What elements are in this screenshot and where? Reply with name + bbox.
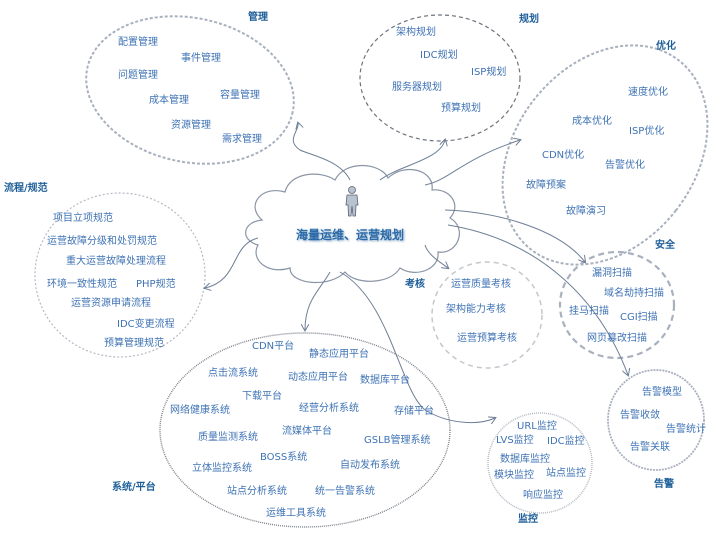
node-label: 存储平台	[394, 406, 434, 417]
node-label: 告警统计	[666, 424, 706, 435]
node-label: 资源管理	[171, 120, 211, 131]
connector-to-jiankong	[339, 271, 495, 423]
node-label: 事件管理	[181, 53, 221, 64]
node-label: 故障演习	[566, 206, 606, 217]
center-title: 海量运维、运营规划	[296, 228, 405, 242]
node-label: 数据库监控	[500, 454, 550, 465]
category-guihua: 规划	[519, 14, 539, 25]
node-label: 服务器规划	[392, 82, 442, 93]
connector-to-liucheng	[205, 237, 259, 288]
node-label: 成本管理	[149, 95, 189, 106]
node-label: 成本优化	[572, 116, 612, 127]
node-label: 挂马扫描	[569, 306, 609, 317]
node-label: LVS监控	[496, 435, 534, 446]
node-label: CGI扫描	[620, 312, 658, 323]
node-label: IDC监控	[547, 436, 585, 447]
node-label: 静态应用平台	[309, 349, 369, 360]
node-label: 经营分析系统	[299, 403, 359, 414]
node-label: 运营质量考核	[451, 279, 511, 290]
node-label: 运营故障分级和处罚规范	[47, 236, 157, 247]
group-outline-anquan	[558, 250, 676, 360]
node-label: 运营资源申请流程	[71, 298, 151, 309]
node-label: 告警优化	[605, 160, 645, 171]
node-label: 网络健康系统	[170, 405, 230, 416]
center-cloud	[245, 165, 460, 284]
node-label: 告警模型	[642, 387, 682, 398]
category-xitong: 系统/平台	[112, 482, 156, 493]
group-outline-youhua	[501, 44, 709, 266]
group-outline-jiankong	[487, 412, 593, 514]
node-label: ISP规划	[471, 67, 507, 78]
category-youhua: 优化	[656, 41, 676, 52]
node-label: 预算规划	[441, 103, 481, 114]
group-outline-liucheng	[34, 192, 206, 358]
node-label: BOSS系统	[260, 452, 308, 463]
category-guanli: 管理	[248, 12, 268, 23]
node-label: 故障预案	[526, 180, 566, 191]
node-label: 网页篡改扫描	[587, 333, 647, 344]
connector-to-anquan	[444, 209, 585, 262]
connector-to-gaojing	[447, 224, 628, 375]
node-label: 速度优化	[628, 87, 668, 98]
connector-to-kaohe	[424, 244, 448, 268]
node-label: 统一告警系统	[315, 486, 375, 497]
node-label: 域名劫持扫描	[604, 288, 664, 299]
node-label: 项目立项规范	[53, 213, 113, 224]
node-label: 告警关联	[630, 442, 670, 453]
node-label: CDN优化	[542, 150, 585, 161]
node-label: 站点分析系统	[227, 486, 287, 497]
node-label: PHP规范	[136, 279, 176, 290]
node-label: 运维工具系统	[266, 508, 326, 519]
category-kaohe: 考核	[405, 279, 425, 290]
node-label: 运营预算考核	[457, 333, 517, 344]
node-label: 架构能力考核	[446, 304, 506, 315]
node-label: 容量管理	[220, 90, 260, 101]
node-label: 漏洞扫描	[592, 268, 632, 279]
node-label: 动态应用平台	[288, 372, 348, 383]
node-label: 需求管理	[222, 134, 262, 145]
node-label: IDC规划	[420, 50, 458, 61]
category-liucheng: 流程/规范	[4, 183, 48, 194]
node-label: 自动发布系统	[340, 460, 400, 471]
node-label: 告警收敛	[620, 410, 660, 421]
node-label: 站点监控	[546, 468, 586, 479]
group-outline-xitong	[159, 332, 451, 528]
group-outline-guanli	[85, 15, 295, 165]
node-label: IDC变更流程	[117, 319, 175, 330]
node-label: 质量监测系统	[198, 432, 258, 443]
connector-to-guihua	[379, 140, 445, 181]
node-label: 立体监控系统	[192, 463, 252, 474]
group-outline-gaojing	[607, 369, 705, 471]
node-label: 环境一致性规范	[47, 279, 117, 290]
node-label: 下载平台	[242, 391, 282, 402]
node-label: 问题管理	[118, 70, 158, 81]
node-label: 架构规划	[396, 27, 436, 38]
person-icon	[345, 186, 359, 217]
node-label: URL监控	[517, 421, 557, 432]
category-jiankong: 监控	[518, 514, 538, 525]
group-outline-kaohe	[431, 261, 543, 369]
connector-to-xitong	[305, 271, 331, 330]
category-gaojing: 告警	[654, 479, 674, 490]
node-label: 数据库平台	[360, 375, 410, 386]
node-label: 流媒体平台	[282, 426, 332, 437]
node-label: CDN平台	[252, 341, 295, 352]
category-anquan: 安全	[655, 240, 675, 251]
node-label: 点击流系统	[208, 368, 258, 379]
node-label: 预算管理规范	[104, 338, 164, 349]
node-label: 响应监控	[523, 490, 563, 501]
node-label: 配置管理	[118, 37, 158, 48]
node-label: 模块监控	[494, 470, 534, 481]
connector-to-guanli	[292, 123, 351, 181]
connector-to-youhua	[424, 140, 520, 186]
node-label: 重大运营故障处理流程	[66, 256, 166, 267]
node-label: ISP优化	[629, 126, 665, 137]
node-label: GSLB管理系统	[364, 435, 431, 446]
